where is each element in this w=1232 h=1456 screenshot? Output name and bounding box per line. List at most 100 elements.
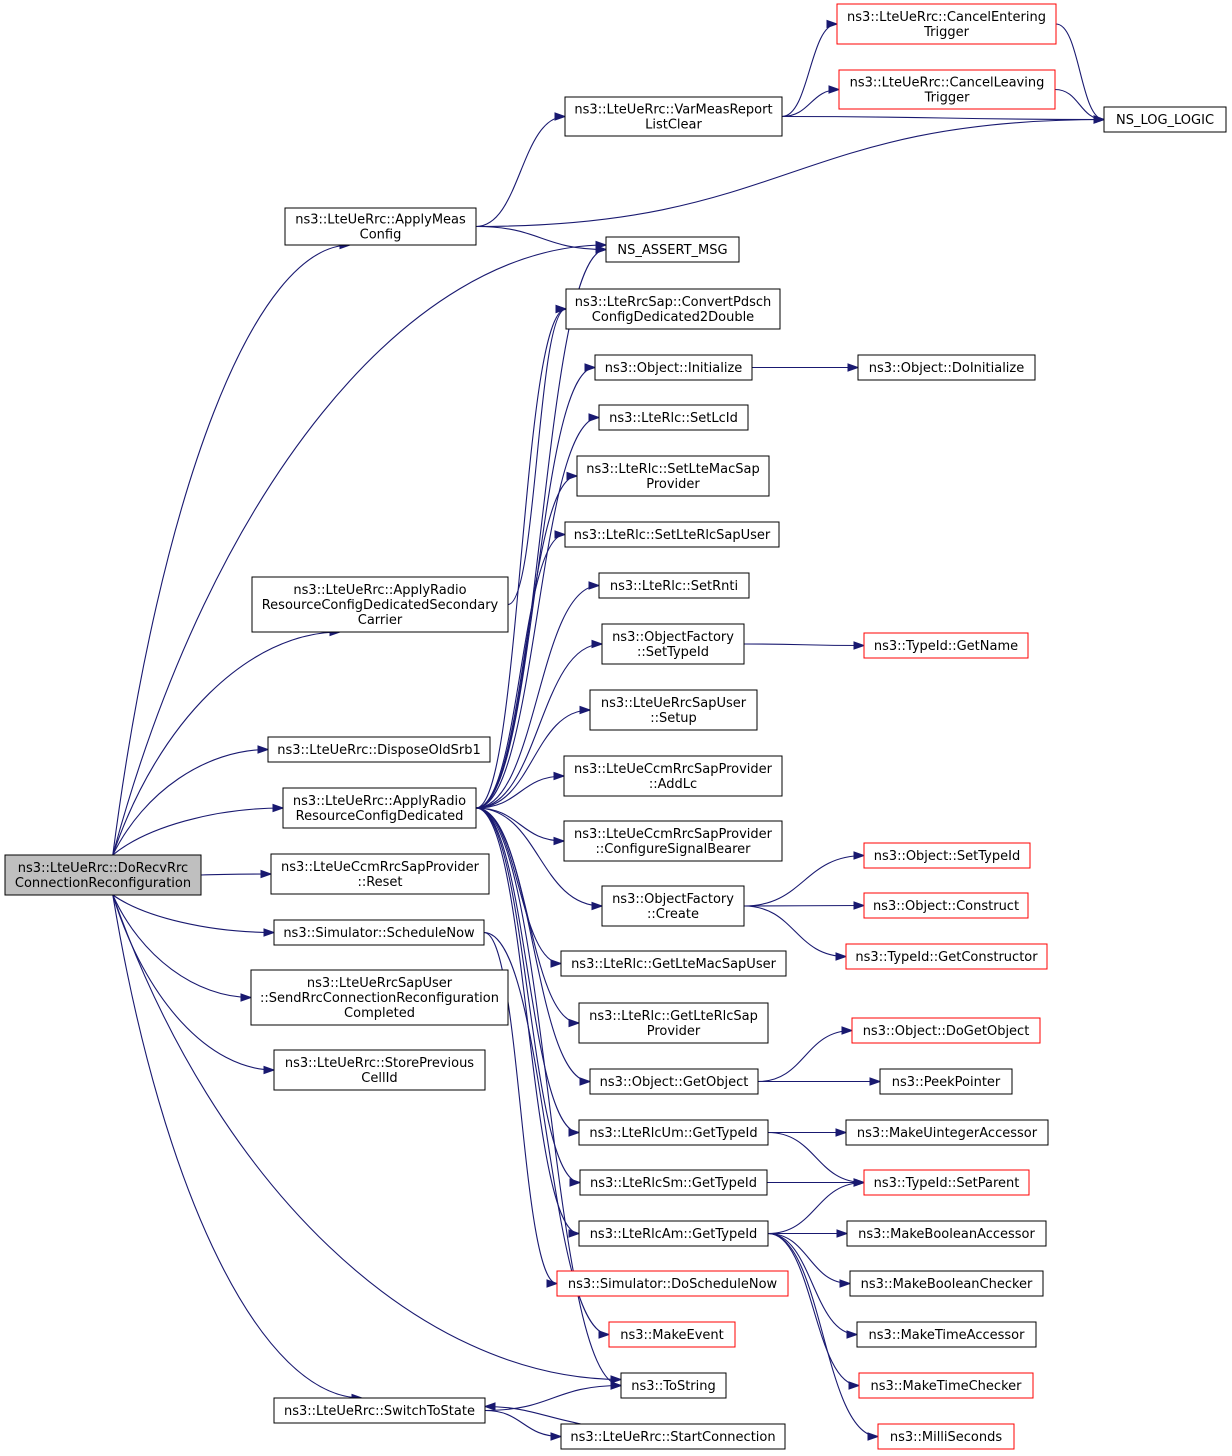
- edge-line: [112, 631, 341, 856]
- node-of-set-type-id[interactable]: ns3::ObjectFactory::SetTypeId: [601, 623, 745, 665]
- node-make-bool-chk[interactable]: ns3::MakeBooleanChecker: [849, 1270, 1044, 1297]
- node-set-lc-id[interactable]: ns3::LteRlc::SetLcId: [598, 404, 749, 431]
- arrow-head-icon: [553, 836, 566, 846]
- node-label: ns3::LteRlc::SetLteMacSap: [586, 462, 759, 477]
- edge-switch-to-state-to-to-string: [484, 1381, 623, 1412]
- node-rlc-sm[interactable]: ns3::LteRlcSm::GetTypeId: [579, 1169, 768, 1196]
- node-box: [620, 1372, 727, 1399]
- edge-cancel-enter-to-ns-log-logic: [1055, 23, 1106, 124]
- node-apply-radio[interactable]: ns3::LteUeRrc::ApplyRadioResourceConfigD…: [282, 787, 477, 829]
- node-do-sched-now[interactable]: ns3::Simulator::DoScheduleNow: [556, 1270, 789, 1297]
- node-apply-radio-sec[interactable]: ns3::LteUeRrc::ApplyRadioResourceConfigD…: [251, 576, 509, 633]
- edge-line: [112, 894, 252, 999]
- node-label: ns3::LteUeRrc::StorePrevious: [285, 1056, 474, 1071]
- edge-var-meas-to-cancel-leave: [781, 85, 841, 118]
- node-set-parent[interactable]: ns3::TypeId::SetParent: [863, 1169, 1030, 1196]
- node-obj-get-object[interactable]: ns3::Object::GetObject: [589, 1068, 759, 1095]
- arrow-head-icon: [579, 1077, 592, 1086]
- node-box: [598, 572, 750, 599]
- node-ccm-add-lc[interactable]: ns3::LteUeCcmRrcSapProvider::AddLc: [563, 755, 783, 797]
- edge-rlc-am-to-make-time-chk: [767, 1232, 861, 1390]
- edge-line: [112, 807, 284, 856]
- node-sap-user-setup[interactable]: ns3::LteUeRrcSapUser::Setup: [589, 689, 758, 731]
- node-milli-seconds[interactable]: ns3::MilliSeconds: [877, 1423, 1015, 1450]
- edge-sched-now-to-do-sched-now: [483, 931, 559, 1288]
- node-ns-log-logic[interactable]: NS_LOG_LOGIC: [1103, 106, 1227, 133]
- node-type-id-get-name[interactable]: ns3::TypeId::GetName: [863, 632, 1029, 659]
- edge-line: [112, 894, 275, 934]
- edge-root-to-apply-meas: [112, 240, 352, 856]
- edge-start-conn-to-switch-to-state: [483, 1402, 582, 1425]
- node-label: ns3::LteUeCcmRrcSapProvider: [574, 827, 773, 842]
- edge-rlc-am-to-make-bool-chk: [767, 1232, 852, 1288]
- edge-rlc-am-to-make-bool-acc: [768, 1229, 849, 1238]
- edge-rlc-am-to-make-time-acc: [767, 1232, 859, 1339]
- node-set-lte-rlc-sap-user[interactable]: ns3::LteRlc::SetLteRlcSapUser: [564, 521, 780, 548]
- edge-line: [475, 308, 567, 809]
- node-obj-do-init[interactable]: ns3::Object::DoInitialize: [857, 354, 1036, 381]
- node-dispose-old[interactable]: ns3::LteUeRrc::DisposeOldSrb1: [267, 736, 491, 763]
- node-sched-now[interactable]: ns3::Simulator::ScheduleNow: [273, 919, 485, 946]
- node-label: ns3::ObjectFactory: [612, 892, 734, 907]
- edge-line: [475, 115, 566, 228]
- node-label: ns3::MakeUintegerAccessor: [857, 1126, 1038, 1141]
- node-box: [560, 1423, 786, 1450]
- edge-root-to-dispose-old: [112, 745, 270, 856]
- node-make-time-chk[interactable]: ns3::MakeTimeChecker: [858, 1372, 1034, 1399]
- node-make-event[interactable]: ns3::MakeEvent: [608, 1321, 736, 1348]
- node-make-bool-acc[interactable]: ns3::MakeBooleanAccessor: [846, 1220, 1047, 1247]
- node-switch-to-state[interactable]: ns3::LteUeRrc::SwitchToState: [273, 1397, 486, 1424]
- node-rlc-um[interactable]: ns3::LteRlcUm::GetTypeId: [578, 1119, 769, 1146]
- node-start-conn[interactable]: ns3::LteUeRrc::StartConnection: [560, 1423, 786, 1450]
- node-obj-init[interactable]: ns3::Object::Initialize: [594, 354, 753, 381]
- nodes-layer: ns3::LteUeRrc::DoRecvRrcConnectionReconf…: [4, 3, 1227, 1450]
- node-to-string[interactable]: ns3::ToString: [620, 1372, 727, 1399]
- node-obj-set-type-id[interactable]: ns3::Object::SetTypeId: [863, 842, 1031, 869]
- node-root[interactable]: ns3::LteUeRrc::DoRecvRrcConnectionReconf…: [4, 854, 202, 896]
- node-box: [838, 69, 1056, 110]
- edge-line: [767, 1232, 860, 1387]
- node-type-id-get-ctor[interactable]: ns3::TypeId::GetConstructor: [845, 943, 1048, 970]
- node-make-time-acc[interactable]: ns3::MakeTimeAccessor: [856, 1321, 1037, 1348]
- edge-line: [475, 709, 591, 809]
- node-label: ns3::LteUeRrc::DisposeOldSrb1: [277, 743, 480, 758]
- node-get-lte-mac-sap-user[interactable]: ns3::LteRlc::GetLteMacSapUser: [560, 950, 787, 977]
- edge-line: [483, 931, 558, 1285]
- edge-line: [475, 807, 580, 1235]
- edge-line: [743, 904, 865, 907]
- edge-root-to-ns-assert: [112, 240, 608, 856]
- node-ns-assert[interactable]: NS_ASSERT_MSG: [605, 236, 740, 263]
- node-obj-do-get-object[interactable]: ns3::Object::DoGetObject: [851, 1017, 1041, 1044]
- node-rlc-am[interactable]: ns3::LteRlcAm::GetTypeId: [578, 1220, 769, 1247]
- node-send-rrc[interactable]: ns3::LteUeRrcSapUser::SendRrcConnectionR…: [250, 969, 509, 1026]
- arrow-head-icon: [826, 19, 839, 29]
- node-box: [4, 854, 202, 896]
- node-peek-pointer[interactable]: ns3::PeekPointer: [879, 1068, 1013, 1095]
- edge-root-to-to-string: [112, 894, 623, 1384]
- arrow-head-icon: [828, 85, 841, 94]
- node-ccm-reset[interactable]: ns3::LteUeCcmRrcSapProvider::Reset: [270, 853, 490, 895]
- node-set-rnti[interactable]: ns3::LteRlc::SetRnti: [598, 572, 750, 599]
- arrow-head-icon: [553, 771, 566, 781]
- edge-line: [781, 115, 1105, 121]
- arrow-head-icon: [483, 1402, 496, 1411]
- arrow-head-icon: [584, 363, 597, 372]
- node-make-uint[interactable]: ns3::MakeUintegerAccessor: [845, 1119, 1049, 1146]
- node-convert-pdsch[interactable]: ns3::LteRrcSap::ConvertPdschConfigDedica…: [565, 288, 781, 330]
- edge-apply-radio-to-sap-user-setup: [475, 705, 592, 809]
- node-of-create[interactable]: ns3::ObjectFactory::Create: [601, 885, 745, 927]
- edge-of-create-to-type-id-get-ctor: [743, 905, 848, 961]
- node-label: ns3::LteUeCcmRrcSapProvider: [281, 860, 480, 875]
- node-obj-construct[interactable]: ns3::Object::Construct: [863, 892, 1029, 919]
- edge-rlc-am-to-set-parent: [767, 1178, 866, 1235]
- node-ccm-config-sig[interactable]: ns3::LteUeCcmRrcSapProvider::ConfigureSi…: [563, 820, 783, 862]
- node-label: ::Create: [647, 907, 699, 922]
